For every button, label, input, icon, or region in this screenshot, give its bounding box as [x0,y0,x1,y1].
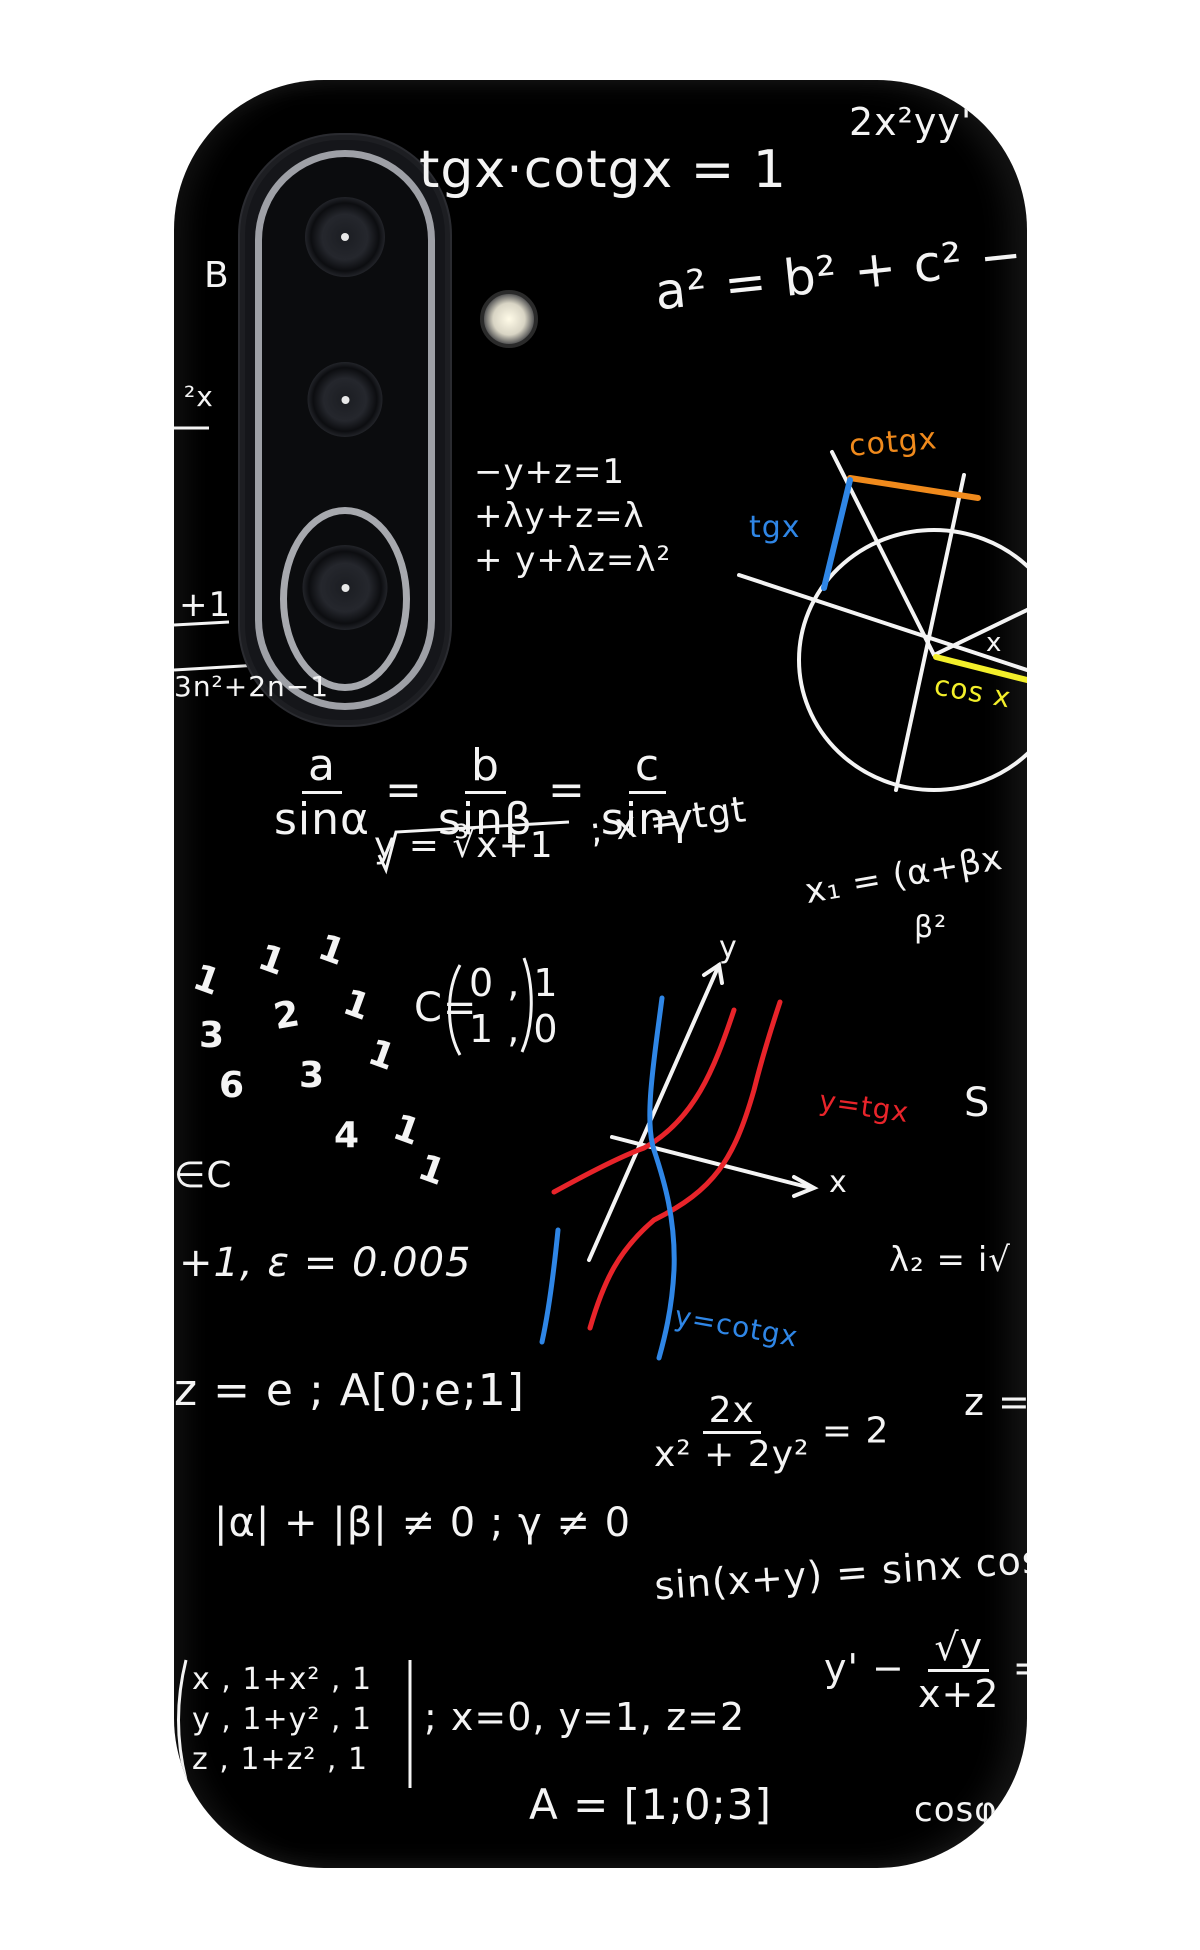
formula-x1-beta: β² [914,910,948,945]
camera-ring-bottom [280,507,410,691]
matrix-c-row-1: 0 , 1 [469,961,559,1005]
formula-big-matrix: x , 1+x² , 1 y , 1+y² , 1 z , 1+z² , 1 [192,1660,372,1780]
formula-system: −y+z=1 +λy+z=λ + y+λz=λ² [474,450,671,582]
formula-left-mid: +1 [179,585,232,625]
graph-y-axis-label: y [719,930,738,965]
formula-b-label: B [204,255,230,296]
unit-circle-diagram [737,450,1027,792]
system-line-1: −y+z=1 [474,452,626,492]
formula-left-top: ²x [184,380,214,413]
formula-top-right: 2x²yy' [849,100,973,144]
formula-z-eq: z = [964,1380,1027,1424]
circle-angle-label: x [986,628,1003,658]
camera-lens-middle [307,362,383,437]
tg-cotg-graph [539,961,819,1361]
formula-diff-eq: y' − √yx+2 = [824,1625,1027,1716]
formula-epsilon: +1, ε = 0.005 [179,1240,472,1286]
formula-left-bottom: 3n²+2n−1 [174,670,330,703]
phone-case: tgx·cotgx = 1 2x²yy' B a² = b² + c² − 2b… [174,80,1027,1868]
graph-x-axis-label: x [829,1165,848,1200]
formula-abs-sum: |α| + |β| ≠ 0 ; γ ≠ 0 [214,1500,632,1546]
big-matrix-row-2: y , 1+y² , 1 [192,1702,373,1737]
formula-xyz-values: ; x=0, y=1, z=2 [424,1695,746,1739]
system-line-2: +λy+z=λ [474,496,645,536]
big-matrix-row-1: x , 1+x² , 1 [192,1662,373,1697]
formula-cos-phi: cosφ = [914,1790,1027,1830]
big-matrix-row-3: z , 1+z² , 1 [192,1742,369,1777]
circle-tg-label: tgx [749,510,801,545]
system-line-3: + y+λz=λ² [474,540,672,580]
formula-in-c: ∈C [174,1155,233,1196]
matrix-c-row-2: 1 , 0 [469,1007,559,1051]
formula-a-vector: A = [1;0;3] [529,1780,772,1829]
camera-flash [480,290,538,348]
chalk-drawings [174,426,1027,1788]
camera-module [240,135,450,725]
formula-matrix-c-label: C= [414,985,478,1031]
formula-matrix-c: 0 , 1 1 , 0 [469,960,559,1052]
formula-s-letter: S [964,1080,991,1126]
formula-cube-root: y = ∛x+1 [374,825,554,866]
formula-tg-cotg: tgx·cotgx = 1 [419,140,787,200]
formula-z-e: z = e ; A[0;e;1] [174,1365,525,1416]
formula-lambda2: λ₂ = i√ [889,1240,1011,1280]
camera-bezel [255,150,435,710]
camera-lens-top [305,197,385,277]
camera-lens-bottom [302,545,388,630]
